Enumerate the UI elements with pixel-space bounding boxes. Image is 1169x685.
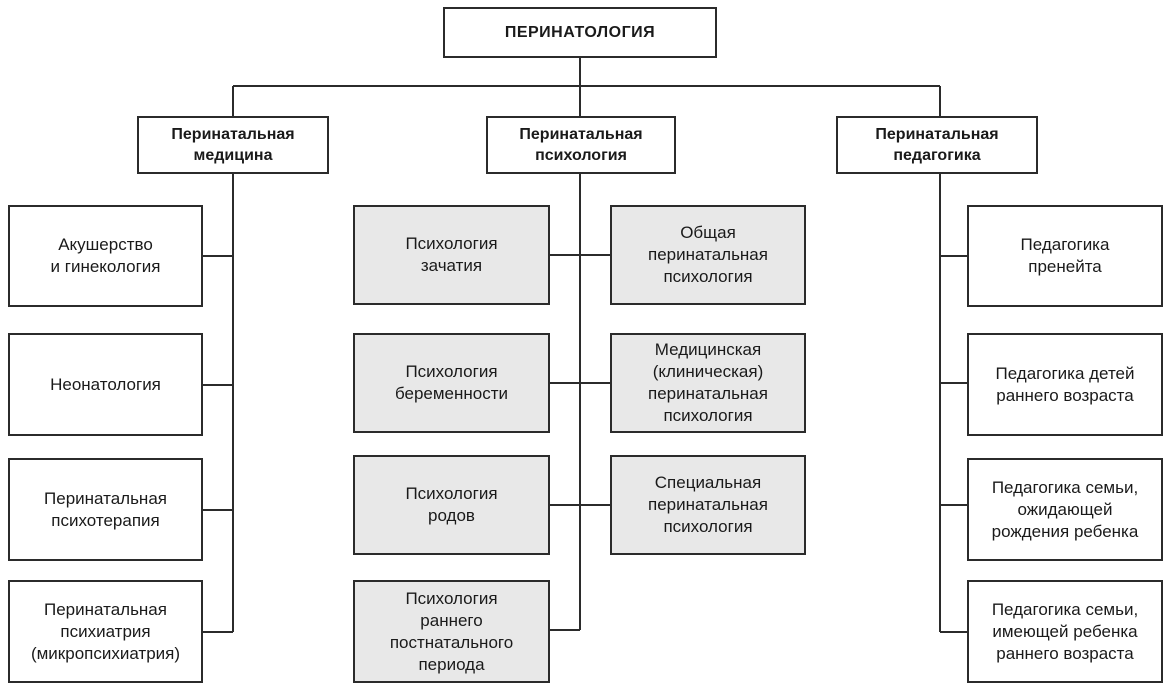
pedagogy-item-expecting-family: Педагогика семьи, ожидающей рождения реб… — [967, 458, 1163, 561]
medicine-item-psychotherapy: Перинатальная психотерапия — [8, 458, 203, 561]
psych-left-postnatal: Психология раннего постнатального период… — [353, 580, 550, 683]
branch-pedagogy: Перинатальная педагогика — [836, 116, 1038, 174]
pedagogy-item-family-with-child: Педагогика семьи, имеющей ребенка раннег… — [967, 580, 1163, 683]
root-node: ПЕРИНАТОЛОГИЯ — [443, 7, 717, 58]
psych-right-general: Общая перинатальная психология — [610, 205, 806, 305]
pedagogy-item-early-children: Педагогика детей раннего возраста — [967, 333, 1163, 436]
psych-right-special: Специальная перинатальная психология — [610, 455, 806, 555]
medicine-item-psychiatry: Перинатальная психиатрия (микропсихиатри… — [8, 580, 203, 683]
psych-left-conception: Психология зачатия — [353, 205, 550, 305]
branch-psychology: Перинатальная психология — [486, 116, 676, 174]
psych-left-birth: Психология родов — [353, 455, 550, 555]
psych-left-pregnancy: Психология беременности — [353, 333, 550, 433]
branch-medicine: Перинатальная медицина — [137, 116, 329, 174]
pedagogy-item-prenate: Педагогика пренейта — [967, 205, 1163, 307]
psych-right-clinical: Медицинская (клиническая) перинатальная … — [610, 333, 806, 433]
medicine-item-neonatology: Неонатология — [8, 333, 203, 436]
medicine-item-obstetrics: Акушерство и гинекология — [8, 205, 203, 307]
